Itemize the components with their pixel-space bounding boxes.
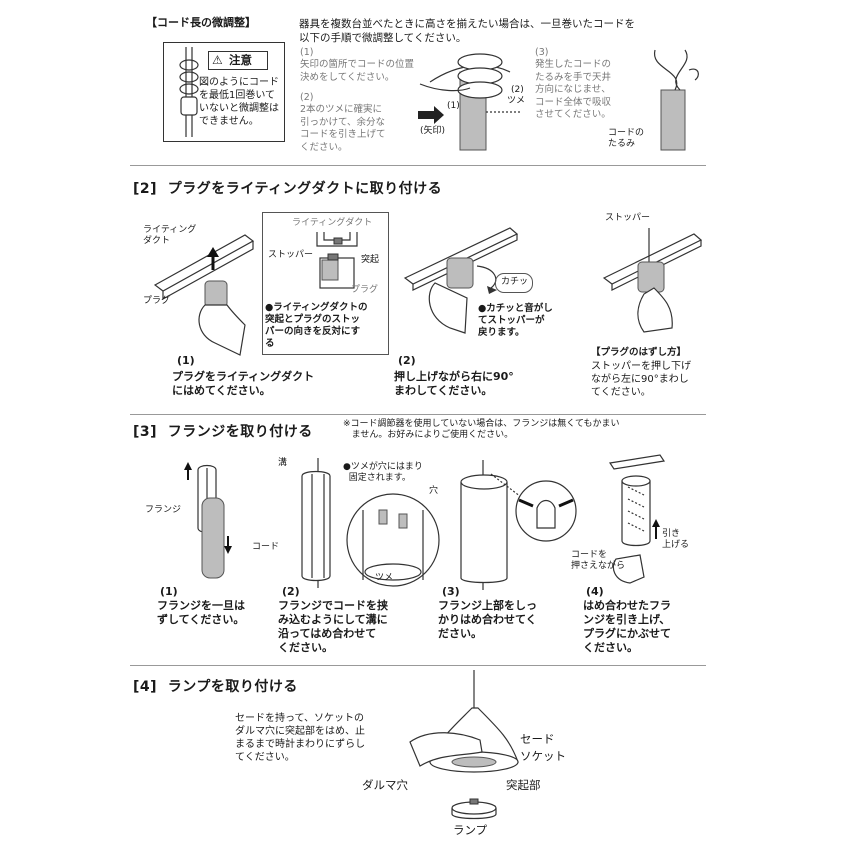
divider xyxy=(130,414,706,415)
plug-insert-illustration xyxy=(153,234,255,356)
s2-label-stopper: ストッパー xyxy=(605,213,651,223)
section4-heading: [4] ランプを取り付ける xyxy=(133,679,298,695)
caution-text: 図のようにコード を最低1回巻いて いないと微調整は できません。 xyxy=(199,77,279,127)
s3-label-tsume: ツメ xyxy=(375,573,394,583)
cord-label-tarumi: コードの たるみ xyxy=(608,128,645,149)
arrow-right-icon xyxy=(418,106,444,124)
cord-label-2: (2) xyxy=(511,85,524,95)
s3-step4-text: はめ合わせたフラ ンジを引き上げ、 プラグにかぶせて ください。 xyxy=(583,599,671,654)
caution-box xyxy=(163,42,285,142)
s3-label-ana: 穴 xyxy=(429,486,439,496)
flange-raise-illustration xyxy=(608,454,666,584)
s4-label-lamp: ランプ xyxy=(453,823,488,837)
section3-heading: [3] フランジを取り付ける xyxy=(133,424,313,440)
cord-label-tsume: ツメ xyxy=(507,96,526,106)
s2-label-duct: ライティング ダクト xyxy=(143,225,197,246)
s3-step2-num: (2) xyxy=(282,585,300,598)
inset-label-duct: ライティングダクト xyxy=(292,218,373,228)
divider xyxy=(130,165,706,166)
remove-text: ストッパーを押し下げ ながら左に90°まわし てください。 xyxy=(591,361,691,398)
s3-label-cord: コード xyxy=(252,542,280,552)
section4-text: セードを持って、ソケットの ダルマ穴に突起部をはめ、止 まるまで時計まわりにずら… xyxy=(235,713,366,763)
cord-loop-illustration xyxy=(179,47,199,137)
s3-label-mizo: 溝 xyxy=(278,458,288,468)
caution-title: 注意 xyxy=(229,53,252,67)
s3-label-flange: フランジ xyxy=(145,505,182,515)
s3-step2-text: フランジでコードを挟 み込むようにして溝に 沿ってはめ合わせて ください。 xyxy=(278,599,388,654)
plug-remove-illustration xyxy=(602,228,703,333)
flange-detail-circle xyxy=(346,493,440,587)
cord-step1-text: 矢印の箇所でコードの位置 決めをしてください。 xyxy=(300,59,415,83)
inset-label-tokki: 突起 xyxy=(361,255,380,265)
kachi-label: カチッ xyxy=(501,277,529,287)
section3-note: ※コード調節器を使用していない場合は、フランジは無くてもかまい ません。お好みに… xyxy=(343,419,620,440)
flange-press-detail-circle xyxy=(515,480,577,542)
s3-step3-num: (3) xyxy=(442,585,460,598)
s4-label-shade: セード xyxy=(520,732,555,746)
cord-label-1: (1) xyxy=(447,101,460,111)
s2-step2-text: 押し上げながら右に90° まわしてください。 xyxy=(394,370,514,397)
s2-label-plug: プラグ xyxy=(143,296,171,306)
s3-step1-num: (1) xyxy=(160,585,178,598)
s2-step1-text: プラグをライティングダクト にはめてください。 xyxy=(172,370,315,397)
cord-slack-illustration xyxy=(654,49,699,151)
inset-label-plug: プラグ xyxy=(351,285,379,295)
inset-note: ●ライティングダクトの 突起とプラグのストッ パーの向きを反対にす る xyxy=(265,302,368,349)
s3-label-osaeru: コードを 押さえながら xyxy=(571,550,626,571)
kachi-note: ●カチッと音がし てストッパーが 戻ります。 xyxy=(478,303,553,338)
flange-groove-illustration xyxy=(301,458,331,588)
cord-coil-illustration xyxy=(419,53,520,151)
cord-adjust-title: 【コード長の微調整】 xyxy=(146,16,256,29)
flange-tube-illustration xyxy=(460,460,526,590)
plug-rotate-illustration xyxy=(403,227,519,334)
inset-box xyxy=(262,212,389,355)
section2-heading: [2] プラグをライティングダクトに取り付ける xyxy=(133,181,443,197)
inset-label-stopper: ストッパー xyxy=(268,250,314,260)
caution-label: ⚠ 注意 xyxy=(208,51,268,70)
s3-step1-text: フランジを一旦は ずしてください。 xyxy=(157,599,245,626)
divider xyxy=(130,665,706,666)
s2-step1-num: (1) xyxy=(177,354,195,367)
lamp-install-illustration xyxy=(409,670,519,820)
cord-label-arrow: (矢印) xyxy=(420,126,446,136)
s2-step2-num: (2) xyxy=(398,354,416,367)
s3-label-tsume-note: ●ツメが穴にはまり 固定されます。 xyxy=(343,462,423,483)
cord-step3-num: (3) xyxy=(535,47,549,58)
cord-step1-num: (1) xyxy=(300,47,314,58)
cord-step2-num: (2) xyxy=(300,92,314,103)
cord-adjust-intro: 器具を複数台並べたときに高さを揃えたい場合は、一旦巻いたコードを 以下の手順で微… xyxy=(299,18,635,44)
flange-remove-illustration xyxy=(184,462,232,579)
s4-label-tokkibu: 突起部 xyxy=(506,778,541,792)
s3-step3-text: フランジ上部をしっ かりはめ合わせてく ださい。 xyxy=(438,599,537,640)
kachi-bubble: カチッ xyxy=(495,273,533,293)
s4-label-daruma: ダルマ穴 xyxy=(362,778,408,792)
cord-step2-text: 2本のツメに確実に 引っかけて、余分な コードを引き上げて ください。 xyxy=(300,104,386,153)
warning-icon: ⚠ xyxy=(212,53,223,67)
remove-title: 【プラグのはずし方】 xyxy=(591,347,687,358)
s3-label-hikiageru: 引き 上げる xyxy=(662,529,690,550)
cord-step3-text: 発生したコードの たるみを手で天井 方向になじませ、 コード全体で吸収 させてく… xyxy=(535,59,612,120)
s4-label-socket: ソケット xyxy=(520,749,566,763)
s3-step4-num: (4) xyxy=(586,585,604,598)
inset-duct-plug-illustration xyxy=(316,232,358,289)
